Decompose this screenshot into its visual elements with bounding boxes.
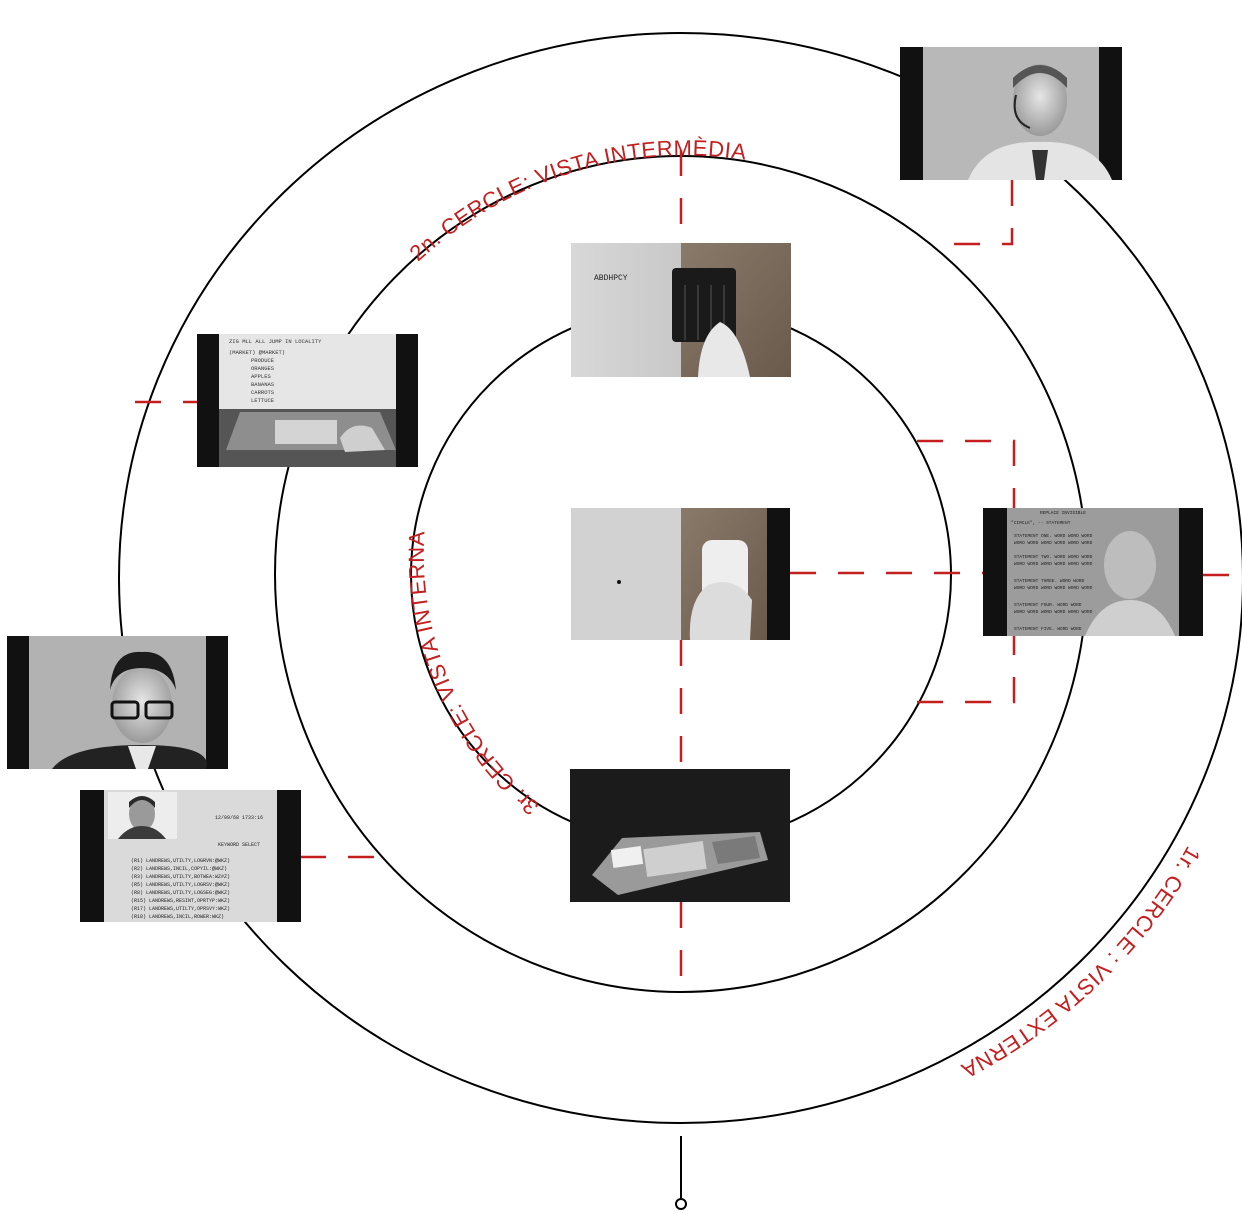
list-line: APPLES bbox=[251, 373, 272, 380]
bottom-stem bbox=[675, 1136, 687, 1210]
frame-keyboard-console bbox=[570, 769, 790, 902]
frame-console-list-screen: ZIG MLL ALL JUMP IN LOCALITY (MARKET) @M… bbox=[197, 334, 418, 467]
list-line: BANANAS bbox=[251, 381, 275, 388]
list-line: (MARKET) @MARKET) bbox=[229, 349, 285, 356]
frame-overlay-text-presenter: REPLACE INVISIBLE "CIRCLE", -- STATEMENT… bbox=[983, 508, 1203, 636]
overlay-line: WORD WORD WORD WORD WORD WORD bbox=[1014, 561, 1093, 567]
overlay-line: STATEMENT THREE. WORD WORD bbox=[1014, 578, 1085, 584]
record-line: (R2) LANDREWS,INCIL,COPYIL:@WKZ) bbox=[131, 866, 227, 872]
dashed-connectors bbox=[135, 150, 1242, 985]
frame-chord-keyset: ABDHPCY bbox=[571, 243, 791, 377]
frame-database-screen: 12/09/68 1733:16 KEYWORD SELECT (R1) LAN… bbox=[80, 790, 301, 922]
overlay-line: STATEMENT TWO. WORD WORD WORD bbox=[1014, 554, 1093, 560]
record-line: (R3) LANDREWS,UTILTY,BOTWEA:WZ#Z) bbox=[131, 874, 230, 880]
list-line: ZIG MLL ALL JUMP IN LOCALITY bbox=[229, 338, 322, 345]
overlay-line: WORD WORD WORD WORD WORD WORD bbox=[1014, 585, 1093, 591]
record-line: (R8) LANDREWS,UTILTY,LOGSEG:@WKZ) bbox=[131, 890, 230, 896]
overlay-line: STATEMENT FIVE. WORD WORD bbox=[1014, 626, 1082, 632]
record-line: (R15) LANDREWS,RESINT,OPRTYP:WKZ) bbox=[131, 898, 230, 904]
inset-portrait bbox=[108, 792, 177, 839]
inner-ring-label: 3r. CERCLE: VISTA INTERNA bbox=[404, 530, 544, 820]
overlay-line: "CIRCLE", -- STATEMENT bbox=[1011, 520, 1071, 526]
outer-ring bbox=[118, 32, 1242, 1124]
overlay-line: WORD WORD WORD WORD WORD WORD bbox=[1014, 609, 1093, 615]
record-line: (R5) LANDREWS,UTILTY,LOGRSV:@WKZ) bbox=[131, 882, 230, 888]
record-line: (R17) LANDREWS,UTILTY,OPRSVY:WKZ) bbox=[131, 906, 230, 912]
overlay-line: STATEMENT FOUR. WORD WORD bbox=[1014, 602, 1082, 608]
overlay-line: STATEMENT ONE. WORD WORD WORD bbox=[1014, 533, 1093, 539]
record-line: KEYWORD SELECT bbox=[218, 842, 260, 848]
record-line: (R1) LANDREWS,UTILTY,LOGRVN:@WKZ) bbox=[131, 858, 230, 864]
outer-ring-label: 1r. CERCLE : VISTA EXTERNA bbox=[957, 843, 1205, 1084]
overlay-line: REPLACE INVISIBLE bbox=[1040, 510, 1086, 516]
keyset-screen-text: ABDHPCY bbox=[594, 274, 628, 283]
frame-presenter-top-right bbox=[900, 47, 1122, 180]
list-line: ORANGES bbox=[251, 365, 275, 372]
frame-man-glasses bbox=[7, 636, 228, 769]
stem-end-node bbox=[675, 1198, 687, 1210]
list-line: PRODUCE bbox=[251, 357, 275, 364]
frame-mouse-hand bbox=[571, 508, 790, 640]
record-line: 12/09/68 1733:16 bbox=[215, 815, 263, 821]
record-line: (R18) LANDREWS,INCIL,ROWER:WKZ) bbox=[131, 914, 224, 920]
list-line: CARROTS bbox=[251, 389, 275, 396]
overlay-line: WORD WORD WORD WORD WORD WORD bbox=[1014, 540, 1093, 546]
list-line: LETTUCE bbox=[251, 397, 275, 404]
